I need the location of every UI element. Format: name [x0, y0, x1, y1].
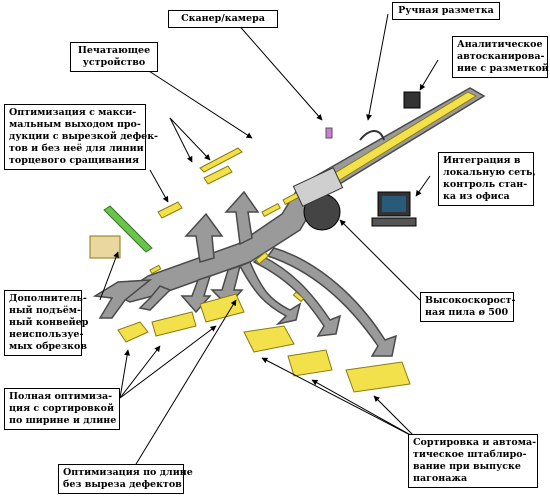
computer-icon: [371, 191, 417, 227]
label-sorting-stacking: Сортировка и автома- тическое штаблиро- …: [408, 434, 538, 488]
saw: [292, 167, 344, 231]
scanner-device: [325, 127, 385, 141]
opt-board-3: [203, 165, 233, 185]
saw-housing: [292, 167, 344, 207]
label-length-optimization: Оптимизация по длине без выреза дефектов: [58, 464, 193, 494]
opt-board-1: [199, 147, 243, 173]
scanner-arm: [359, 130, 385, 141]
branch-conveyor-left: [92, 279, 153, 319]
scanner-camera-icon: [325, 127, 333, 139]
wood-boards: [117, 91, 478, 393]
trim-stack-1: [117, 321, 149, 343]
board-piece-5: [292, 291, 305, 303]
label-full-optimization: Полная оптимиза- ция с сортировкой по ши…: [4, 388, 120, 430]
branch-conveyor-sweep-1: [238, 261, 302, 326]
board-piece-1: [261, 202, 281, 218]
label-scanner: Сканер/камера: [168, 10, 278, 28]
pointer-lines: [99, 13, 439, 475]
branch-conveyor-sweep-2: [252, 255, 342, 337]
label-network-integration: Интеграция в локальную сеть, контроль ст…: [438, 152, 536, 206]
board-piece-4: [149, 264, 162, 275]
stack-2: [287, 349, 333, 377]
auto-scanner-icon: [403, 91, 421, 109]
label-manual-marking: Ручная разметка: [392, 2, 500, 20]
lift-conveyor: [89, 205, 153, 259]
scrap-bin-icon: [89, 235, 121, 259]
lift-conveyor-belt: [103, 205, 153, 253]
label-printer: Печатающее устройство: [70, 42, 158, 72]
branch-conveyor-b1: [138, 285, 172, 311]
opt-board-2: [157, 201, 183, 219]
branch-conveyor-sweep-3: [266, 247, 397, 357]
trim-stack-2: [151, 311, 197, 337]
branch-conveyor-up-2: [224, 190, 260, 246]
label-optimization-max: Оптимизация с макси- мальным выходом про…: [4, 104, 158, 170]
stack-3: [345, 361, 411, 393]
label-auto-scanning: Аналитическое автосканирова- ние с разме…: [452, 36, 549, 78]
label-extra-conveyor: Дополнитель- ный подъём- ный конвейер не…: [4, 290, 88, 356]
board-piece-3: [255, 251, 270, 265]
stack-1: [243, 325, 295, 353]
label-saw: Высокоскорост- ная пила ø 500: [420, 292, 515, 322]
branch-conveyor-up: [184, 212, 224, 263]
